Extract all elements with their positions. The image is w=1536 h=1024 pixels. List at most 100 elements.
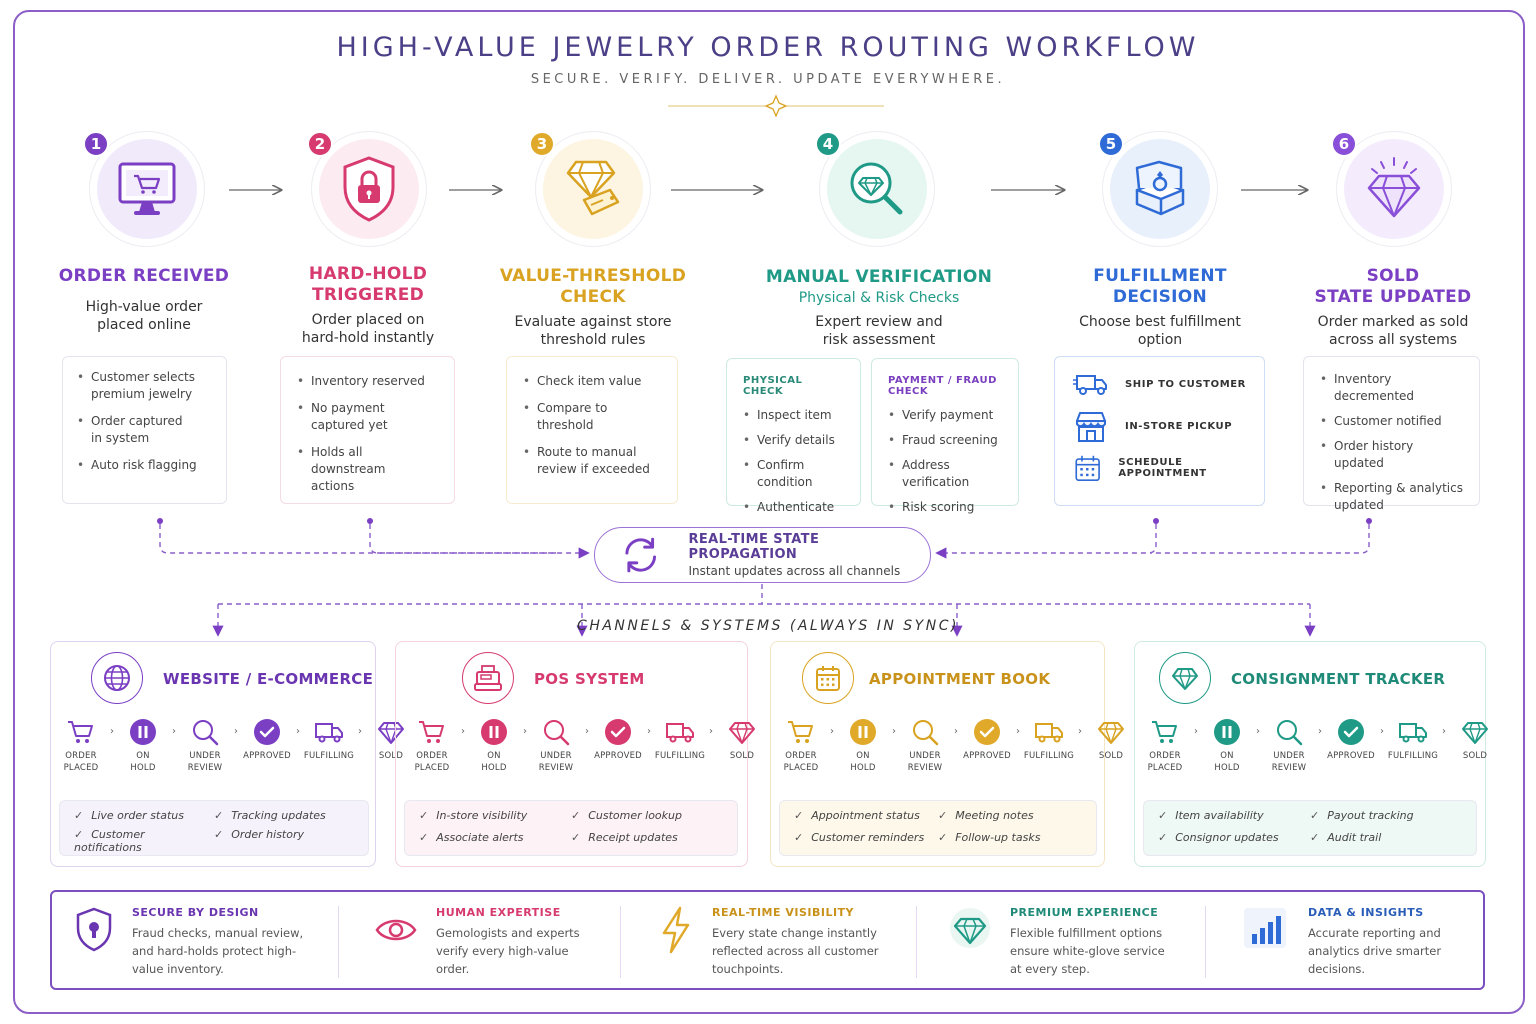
state-arrow: › xyxy=(709,726,713,737)
ring-box-icon xyxy=(1135,160,1185,216)
feature-item: ✓Customer reminders xyxy=(794,831,925,844)
channel-website-title: WEBSITE / E-COMMERCE xyxy=(163,670,374,688)
state-arrow: › xyxy=(585,726,589,737)
list-item: Fraud screening xyxy=(888,432,1002,449)
state-fulfilling: FULFILLING xyxy=(303,718,355,762)
list-item: Verify details xyxy=(743,432,844,449)
state-approved: APPROVED xyxy=(1325,718,1377,762)
bar-chart-icon xyxy=(1244,908,1286,948)
state-arrow: › xyxy=(647,726,651,737)
state-arrow: › xyxy=(461,726,465,737)
feature-item: ✓Meeting notes xyxy=(938,809,1034,822)
truck-icon xyxy=(666,723,694,743)
pillar-real-time-visibility: REAL-TIME VISIBILITY Every state change … xyxy=(658,906,879,978)
diamond-icon xyxy=(1172,668,1198,690)
channel-consignment-tracker-features: ✓Item availability ✓Payout tracking ✓Con… xyxy=(1143,800,1477,856)
feature-item: ✓Order history xyxy=(214,828,305,841)
step-2-icon-circle xyxy=(311,131,427,247)
magnifier-icon xyxy=(913,720,939,746)
feature-item: ✓Live order status xyxy=(74,809,184,822)
sync-icon xyxy=(625,537,657,573)
channels-section-label: CHANNELS & SYSTEMS (ALWAYS IN SYNC) xyxy=(577,618,959,634)
truck-icon xyxy=(315,723,343,743)
diamond-icon xyxy=(950,908,990,948)
channel-appointment-book-features: ✓Appointment status ✓Meeting notes ✓Cust… xyxy=(779,800,1097,856)
propagation-title: REAL-TIME STATE PROPAGATION xyxy=(688,532,820,562)
list-item: Verify payment xyxy=(888,407,1002,424)
computer-cart-icon xyxy=(118,162,176,215)
pillar-secure-by-design: SECURE BY DESIGN Fraud checks, manual re… xyxy=(74,906,303,978)
propagation-subtitle: Instant updates across all channels xyxy=(688,564,901,578)
list-item: Inventory decremented xyxy=(1320,371,1463,405)
calendar-icon xyxy=(1075,455,1100,482)
propagation-dashed-lines xyxy=(157,518,1372,637)
state-approved: APPROVED xyxy=(241,718,293,762)
state-arrow: › xyxy=(523,726,527,737)
state-sold: SOLD xyxy=(1449,718,1501,762)
magnifier-icon xyxy=(193,720,219,746)
fulfillment-options-card: SHIP TO CUSTOMER IN-STORE PICKUP SCHEDUL… xyxy=(1054,356,1265,506)
step-4-title: MANUAL VERIFICATION xyxy=(765,267,993,287)
truck-icon xyxy=(1399,723,1427,743)
step-6-card: Inventory decremented Customer notified … xyxy=(1303,356,1480,512)
page-subtitle: SECURE. VERIFY. DELIVER. UPDATE EVERYWHE… xyxy=(530,72,1006,87)
state-approved: APPROVED xyxy=(961,718,1013,762)
option-ship-to-customer: SHIP TO CUSTOMER xyxy=(1073,363,1246,405)
diamond-icon xyxy=(1462,722,1488,744)
feature-item: ✓Receipt updates xyxy=(571,831,678,844)
step-6-badge: 6 xyxy=(1331,131,1357,157)
check-circle-icon xyxy=(254,719,280,745)
state-arrow: › xyxy=(892,726,896,737)
cart-icon xyxy=(68,721,93,743)
state-arrow: › xyxy=(1318,726,1322,737)
truck-icon xyxy=(1035,723,1063,743)
state-arrow: › xyxy=(1016,726,1020,737)
globe-icon xyxy=(104,665,130,691)
step-1-badge: 1 xyxy=(83,131,109,157)
state-fulfilling: FULFILLING xyxy=(654,718,706,762)
step-3-badge: 3 xyxy=(529,131,555,157)
magnifier-icon xyxy=(1277,720,1303,746)
pause-icon xyxy=(481,719,507,745)
store-icon xyxy=(1076,412,1106,442)
state-arrow: › xyxy=(1078,726,1082,737)
eye-icon xyxy=(375,919,417,941)
step-5-icon-circle xyxy=(1102,131,1218,247)
feature-item: ✓Customer lookup xyxy=(571,809,682,822)
divider xyxy=(916,906,917,978)
pause-icon xyxy=(1214,719,1240,745)
list-item: Check item value xyxy=(523,373,661,390)
divider xyxy=(1205,906,1206,978)
title-divider-icon xyxy=(668,94,884,118)
state-arrow: › xyxy=(1256,726,1260,737)
list-item: Address verification xyxy=(888,457,1002,491)
calendar-icon xyxy=(816,666,840,691)
feature-item: ✓Audit trail xyxy=(1310,831,1382,844)
state-approved: APPROVED xyxy=(592,718,644,762)
channel-icon-circle xyxy=(462,652,514,704)
channel-icon-circle xyxy=(91,652,143,704)
list-item: Customer notified xyxy=(1320,413,1463,430)
check-circle-icon xyxy=(605,719,631,745)
